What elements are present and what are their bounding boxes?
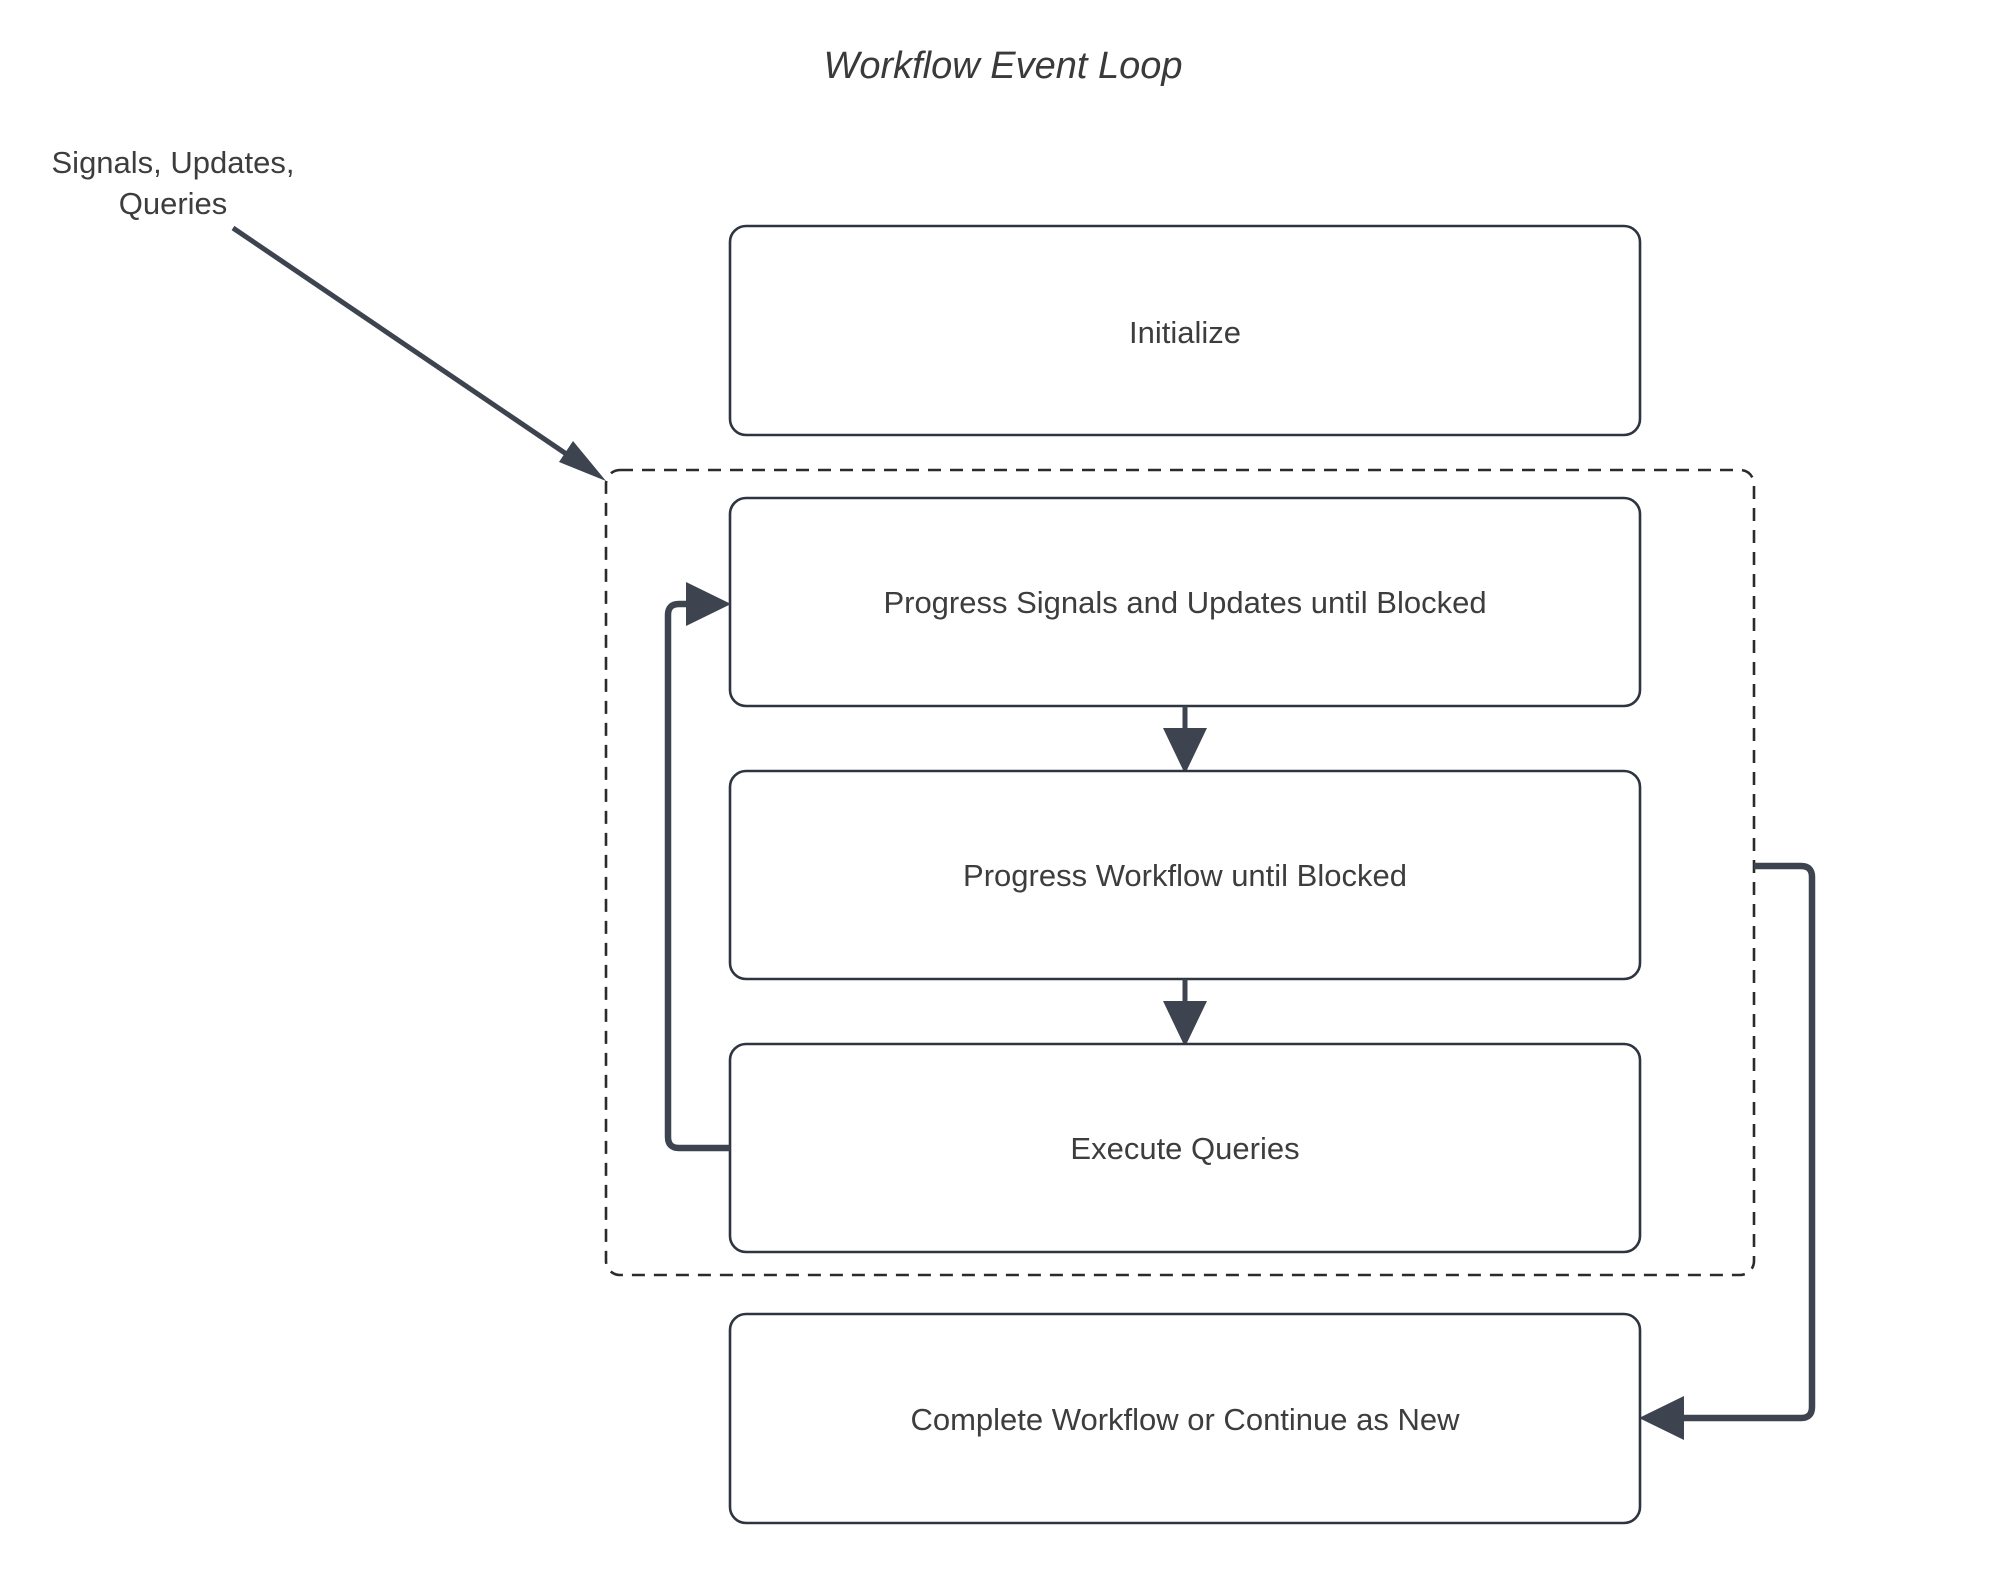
edge-loop-back-arrow-head	[686, 582, 731, 626]
node-progress-workflow-label: Progress Workflow until Blocked	[963, 858, 1407, 893]
external-input-label-line1: Signals, Updates,	[52, 145, 295, 180]
edge-signals-to-workflow-arrow-head	[1163, 728, 1207, 774]
node-initialize-label: Initialize	[1129, 315, 1241, 350]
node-initialize	[728, 224, 1642, 437]
external-input-label-line2: Queries	[119, 186, 228, 221]
event-loop-group-border	[604, 468, 1756, 1277]
edge-loop-back-line	[664, 600, 730, 1152]
node-execute-queries-label: Execute Queries	[1070, 1131, 1299, 1166]
page-title: Workflow Event Loop	[823, 45, 1182, 87]
external-input-arrow-line	[231, 225, 589, 471]
edge-workflow-to-queries-arrow-head	[1163, 1001, 1207, 1047]
edge-right-loop-line	[1660, 862, 1816, 1422]
external-input-arrow-head	[559, 441, 606, 481]
node-progress-signals-label: Progress Signals and Updates until Block…	[883, 585, 1486, 620]
edge-right-loop-arrow-head	[1639, 1396, 1684, 1440]
node-complete-workflow	[728, 1312, 1642, 1525]
node-complete-workflow-label: Complete Workflow or Continue as New	[910, 1402, 1460, 1437]
